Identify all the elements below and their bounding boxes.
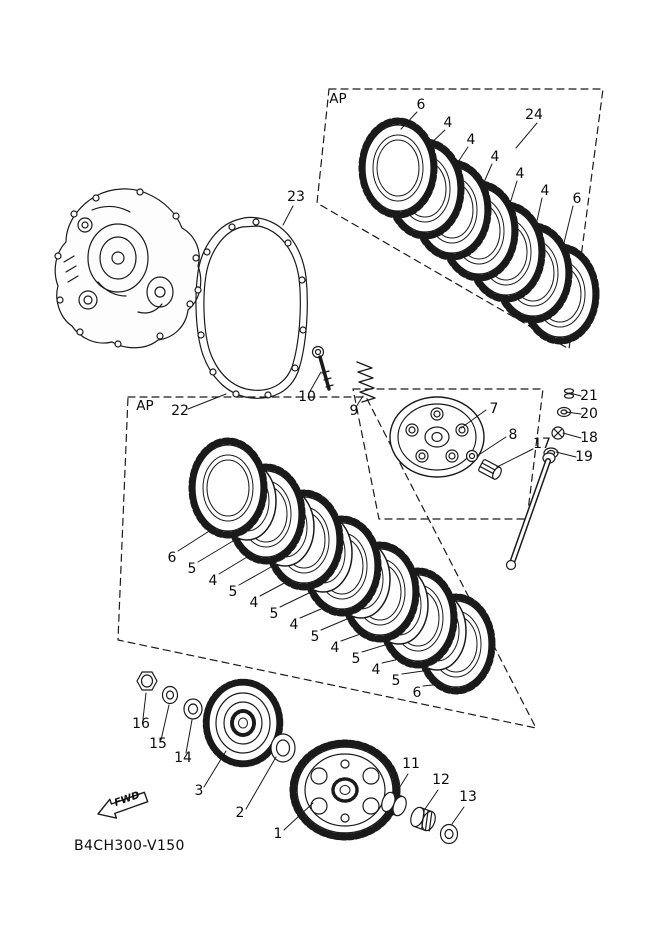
stack-plate-label-7: 4 [290,617,299,633]
callout-8: 8 [509,427,518,443]
callout-19: 19 [575,449,593,465]
kit-plate-label-4: 4 [491,149,500,165]
callout-18: 18 [580,430,598,446]
washer-drawing [439,823,459,845]
stack-plate-label-6: 5 [270,606,279,622]
stack-plate-label-3: 4 [209,573,218,589]
callout-20: 20 [580,406,598,422]
stack-plate-label-11: 4 [372,662,381,678]
fwd-marker [97,791,149,819]
kit-plate-stack [362,121,596,341]
callout-16: 16 [132,716,150,732]
friction-plate [362,121,434,215]
clutch-screw-drawing [311,345,334,391]
callout-23: 23 [287,189,305,205]
clutch-plate-stack [192,441,492,691]
callout-14: 14 [174,750,192,766]
callout-22: 22 [171,403,189,419]
kit-plate-label-2: 4 [444,115,453,131]
stack-plate-label-1: 6 [168,550,177,566]
stack-plate-label-13: 6 [413,685,422,701]
pressure-plate-box [352,388,544,520]
ap-tag-middle: AP [136,398,153,414]
thrust-washer-drawing [270,733,296,763]
callout-12: 12 [432,772,450,788]
stack-plate-label-4: 5 [229,584,238,600]
kit-plate-label-3: 4 [467,132,476,148]
callout-15: 15 [149,736,167,752]
clutch-assembly-box [117,396,537,729]
callout-7: 7 [490,401,499,417]
pressure-plate-drawing [389,396,485,478]
clutch-boss-drawing [202,678,284,768]
callout-1: 1 [274,826,283,842]
stack-plate-label-10: 5 [352,651,361,667]
stack-plate-label-12: 5 [392,673,401,689]
kit-plate-label-6: 4 [541,183,550,199]
release-bearing-drawing [465,449,479,463]
part-code: B4CH300-V150 [74,838,185,854]
push-rod-drawing [478,388,575,571]
clutch-housing-drawing [289,739,401,841]
callout-13: 13 [459,789,477,805]
callout-17: 17 [533,436,551,452]
engine-cover-drawing [54,188,202,349]
leader-lines [142,111,582,831]
callout-10: 10 [298,389,316,405]
kit-plate-label-5: 4 [516,166,525,182]
friction-plate [192,441,264,535]
stack-plate-label-2: 5 [188,561,197,577]
callout-11: 11 [402,756,420,772]
spacer-drawing [381,791,407,817]
stack-plate-label-8: 5 [311,629,320,645]
clutch-spring-drawing [356,361,376,403]
kit-plate-label-1: 6 [417,97,426,113]
callout-24: 24 [525,107,543,123]
callout-2: 2 [236,805,245,821]
kit-plate-label-7: 6 [573,191,582,207]
callout-3: 3 [195,783,204,799]
callout-21: 21 [580,388,598,404]
gasket-drawing [194,216,308,399]
ap-tag-top: AP [329,91,346,107]
stack-plate-label-9: 4 [331,640,340,656]
callout-9: 9 [350,403,359,419]
stack-plate-label-5: 4 [250,595,259,611]
needle-bearing-drawing [410,806,436,832]
friction-plate-kit-box [316,88,604,350]
nut-washers-drawing [136,671,203,720]
